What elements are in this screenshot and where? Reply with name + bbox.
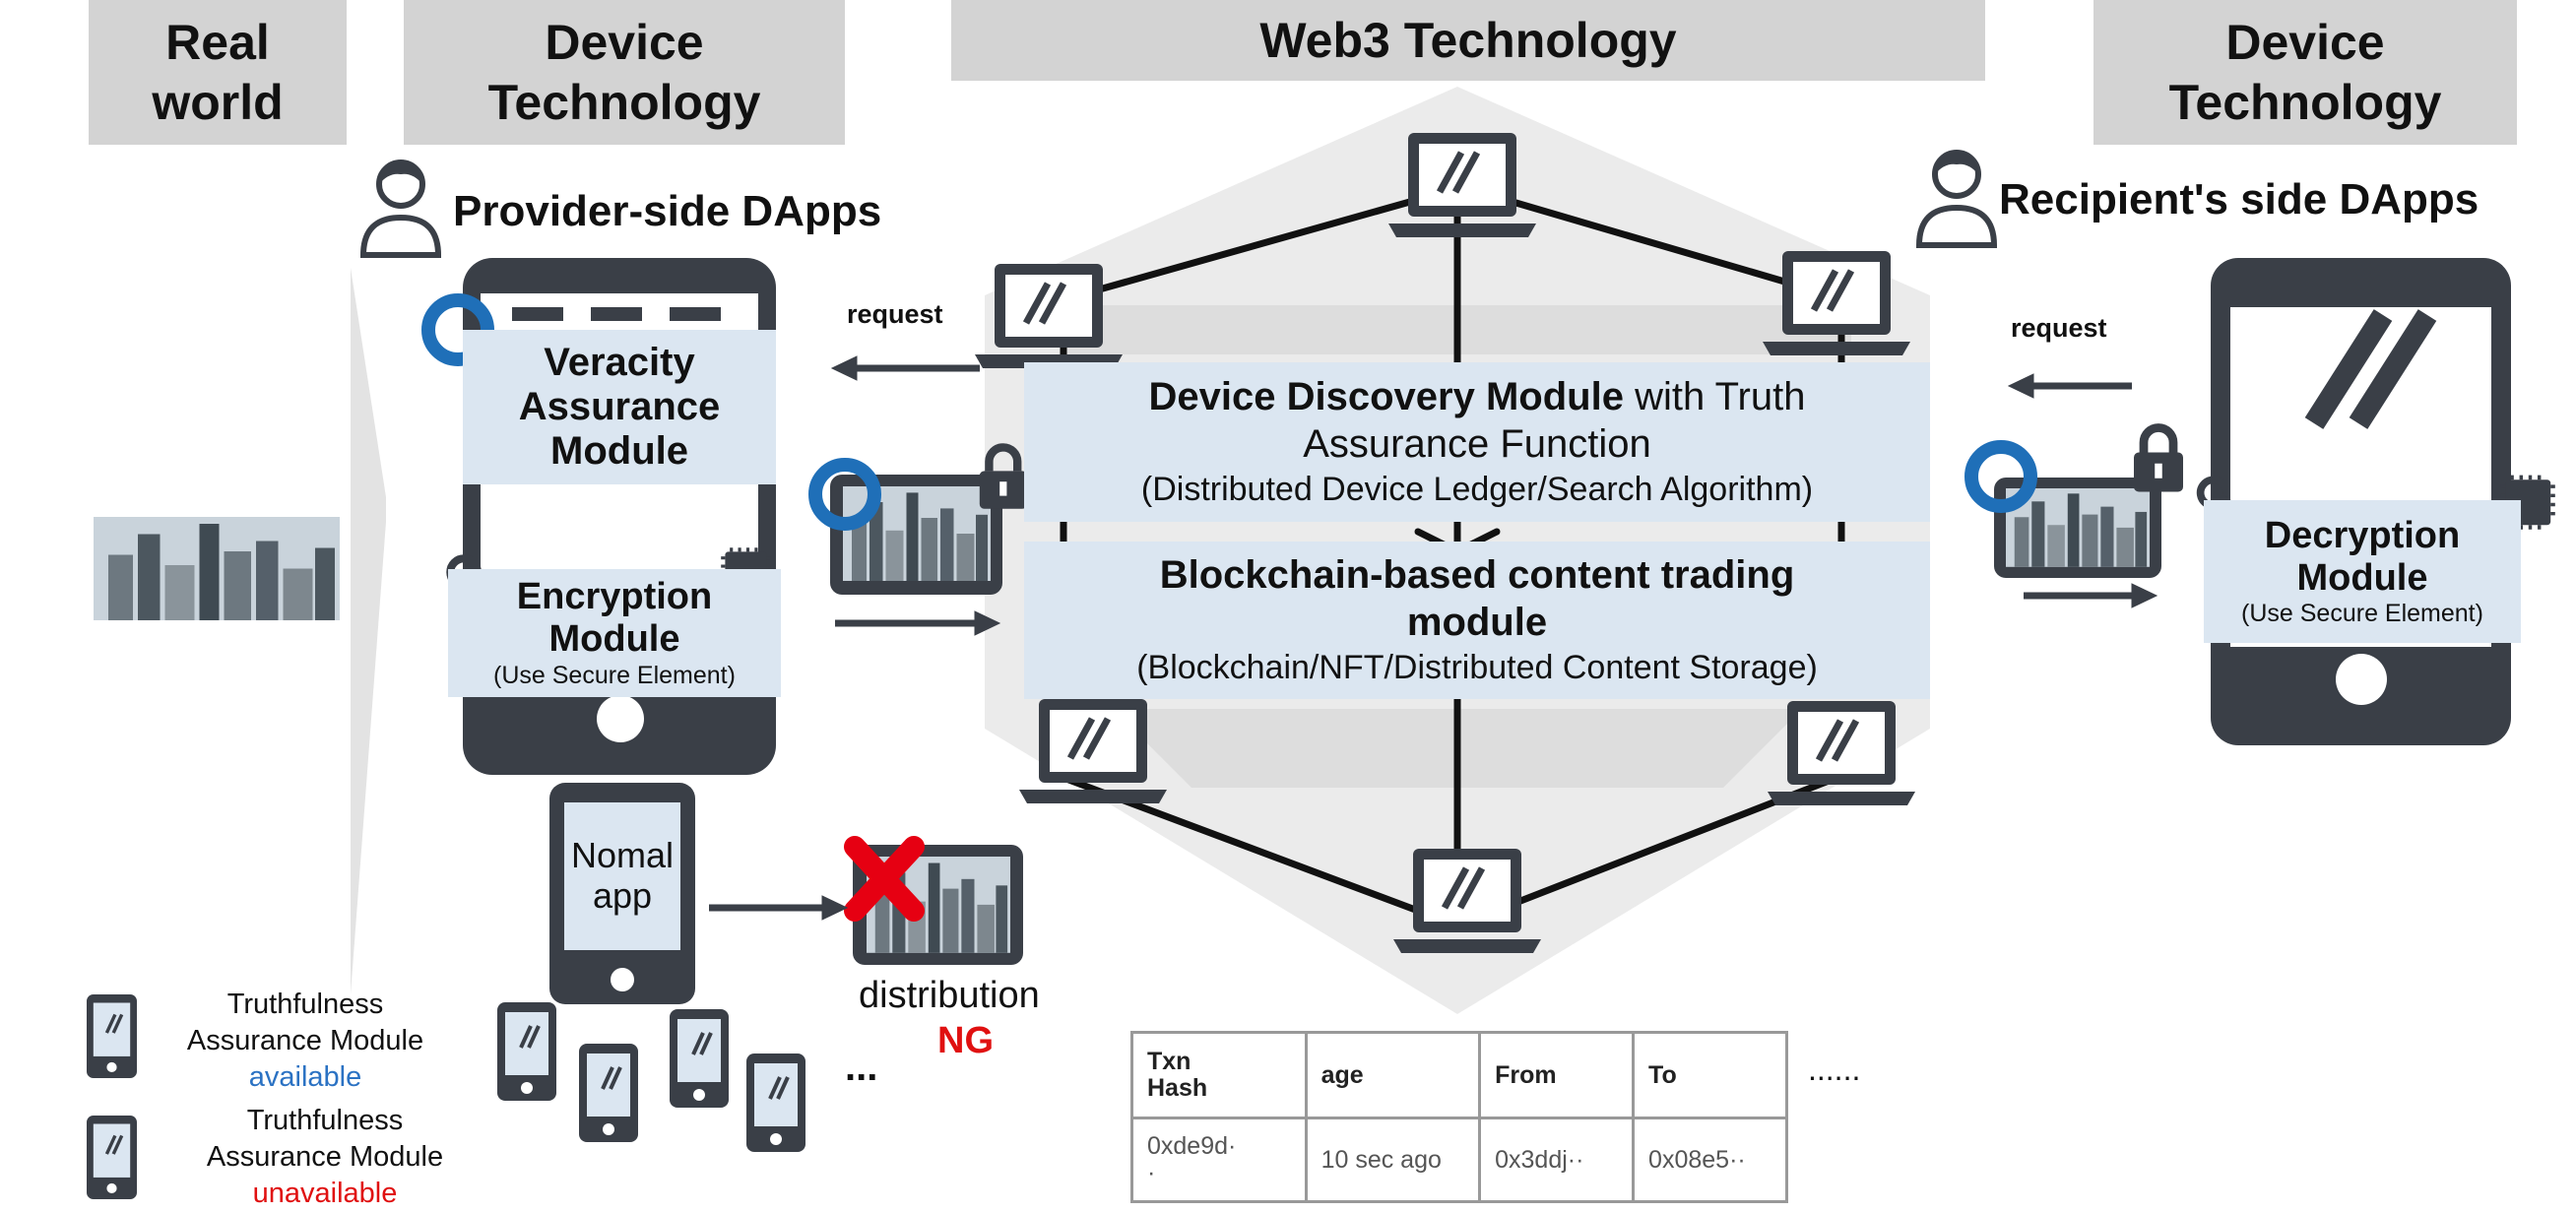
normal-app-smartphone-icon — [549, 783, 695, 1004]
veracity-assurance-module: Veracity Assurance Module — [463, 330, 776, 484]
legend-available-status: available — [248, 1061, 362, 1094]
provider-dapps-title: Provider-side DApps — [453, 187, 882, 235]
legend-unavailable: Truthfulness Assurance Module unavailabl… — [177, 1103, 473, 1212]
available-phone-icon — [495, 1000, 558, 1103]
transaction-table-header-row: Txn Hash age From To — [1130, 1031, 1788, 1119]
arrow-icons — [709, 355, 2158, 921]
unavailable-phone-icon — [577, 1042, 640, 1144]
transaction-table-header-cell: From — [1478, 1031, 1636, 1119]
header-real-world: Real world — [89, 0, 347, 145]
red-cross-icon — [844, 836, 925, 922]
recipient-dapps-title: Recipient's side DApps — [1999, 175, 2479, 223]
available-phone-icon — [668, 1007, 731, 1110]
transaction-table-header-cell: Txn Hash — [1130, 1031, 1308, 1119]
header-device-technology-left: Device Technology — [404, 0, 845, 145]
provider-person-icon — [363, 160, 438, 255]
legend-available-phone-icon — [85, 992, 139, 1080]
header-device-technology-right: Device Technology — [2093, 0, 2517, 145]
unavailable-phone-icon — [744, 1052, 807, 1154]
transaction-table-cell: 0xde9d· · — [1130, 1117, 1308, 1203]
legend-available-label: Truthfulness Assurance Module — [186, 989, 424, 1057]
blue-ring-icon — [1964, 440, 2037, 513]
transaction-table: Txn Hash age From To 0xde9d· · 10 sec ag… — [1130, 1031, 1788, 1203]
encryption-module-note: (Use Secure Element) — [493, 661, 736, 689]
transaction-table-row: 0xde9d· · 10 sec ago 0x3ddj·· 0x08e5·· — [1130, 1117, 1788, 1203]
more-columns-ellipsis: ...... — [1808, 1052, 1861, 1087]
legend-available: Truthfulness Assurance Module available — [158, 987, 453, 1096]
more-phones-ellipsis: ... — [845, 1046, 878, 1089]
transaction-table-header-cell: To — [1632, 1031, 1788, 1119]
transaction-table-cell: 0x08e5·· — [1632, 1117, 1788, 1203]
transaction-table-cell: 10 sec ago — [1304, 1117, 1482, 1203]
veracity-assurance-module-label: Veracity Assurance Module — [518, 341, 721, 473]
header-web3-technology: Web3 Technology — [951, 0, 1985, 81]
device-discovery-module: Device Discovery Module with Truth Assur… — [1024, 362, 1930, 522]
recipient-person-icon — [1919, 151, 1994, 245]
transaction-table-cell: 0x3ddj·· — [1478, 1117, 1636, 1203]
transaction-table-header-cell: age — [1304, 1031, 1482, 1119]
blockchain-content-trading-module: Blockchain-based content trading module … — [1024, 542, 1930, 699]
legend-unavailable-status: unavailable — [252, 1178, 398, 1210]
blockchain-module-title: Blockchain-based content trading module — [1159, 552, 1795, 644]
encryption-module: Encryption Module (Use Secure Element) — [448, 569, 781, 697]
request-label-right: request — [2011, 313, 2107, 343]
legend-unavailable-label: Truthfulness Assurance Module — [206, 1105, 444, 1174]
device-discovery-module-note: (Distributed Device Ledger/Search Algori… — [1140, 470, 1814, 508]
decryption-module: Decryption Module (Use Secure Element) — [2204, 500, 2521, 643]
normal-app-label: Nomal app — [570, 835, 675, 917]
decryption-module-note: (Use Secure Element) — [2241, 600, 2483, 628]
device-discovery-module-title: Device Discovery Module with Truth Assur… — [1148, 374, 1806, 466]
provider-tablet-icon — [830, 475, 1002, 595]
legend-unavailable-phone-icon — [85, 1114, 139, 1201]
encryption-module-label: Encryption Module — [516, 576, 713, 660]
blockchain-module-note: (Blockchain/NFT/Distributed Content Stor… — [1136, 648, 1818, 686]
ng-label: NG — [937, 1020, 994, 1061]
blue-ring-icon — [808, 458, 881, 531]
padlock-icon — [2134, 428, 2183, 492]
expansion-wedge — [351, 268, 386, 994]
request-label-left: request — [847, 299, 943, 329]
real-world-city-image — [94, 517, 340, 620]
distribution-label: distribution — [859, 975, 1040, 1016]
decryption-module-label: Decryption Module — [2264, 514, 2461, 599]
recipient-tablet-icon — [1994, 478, 2161, 578]
